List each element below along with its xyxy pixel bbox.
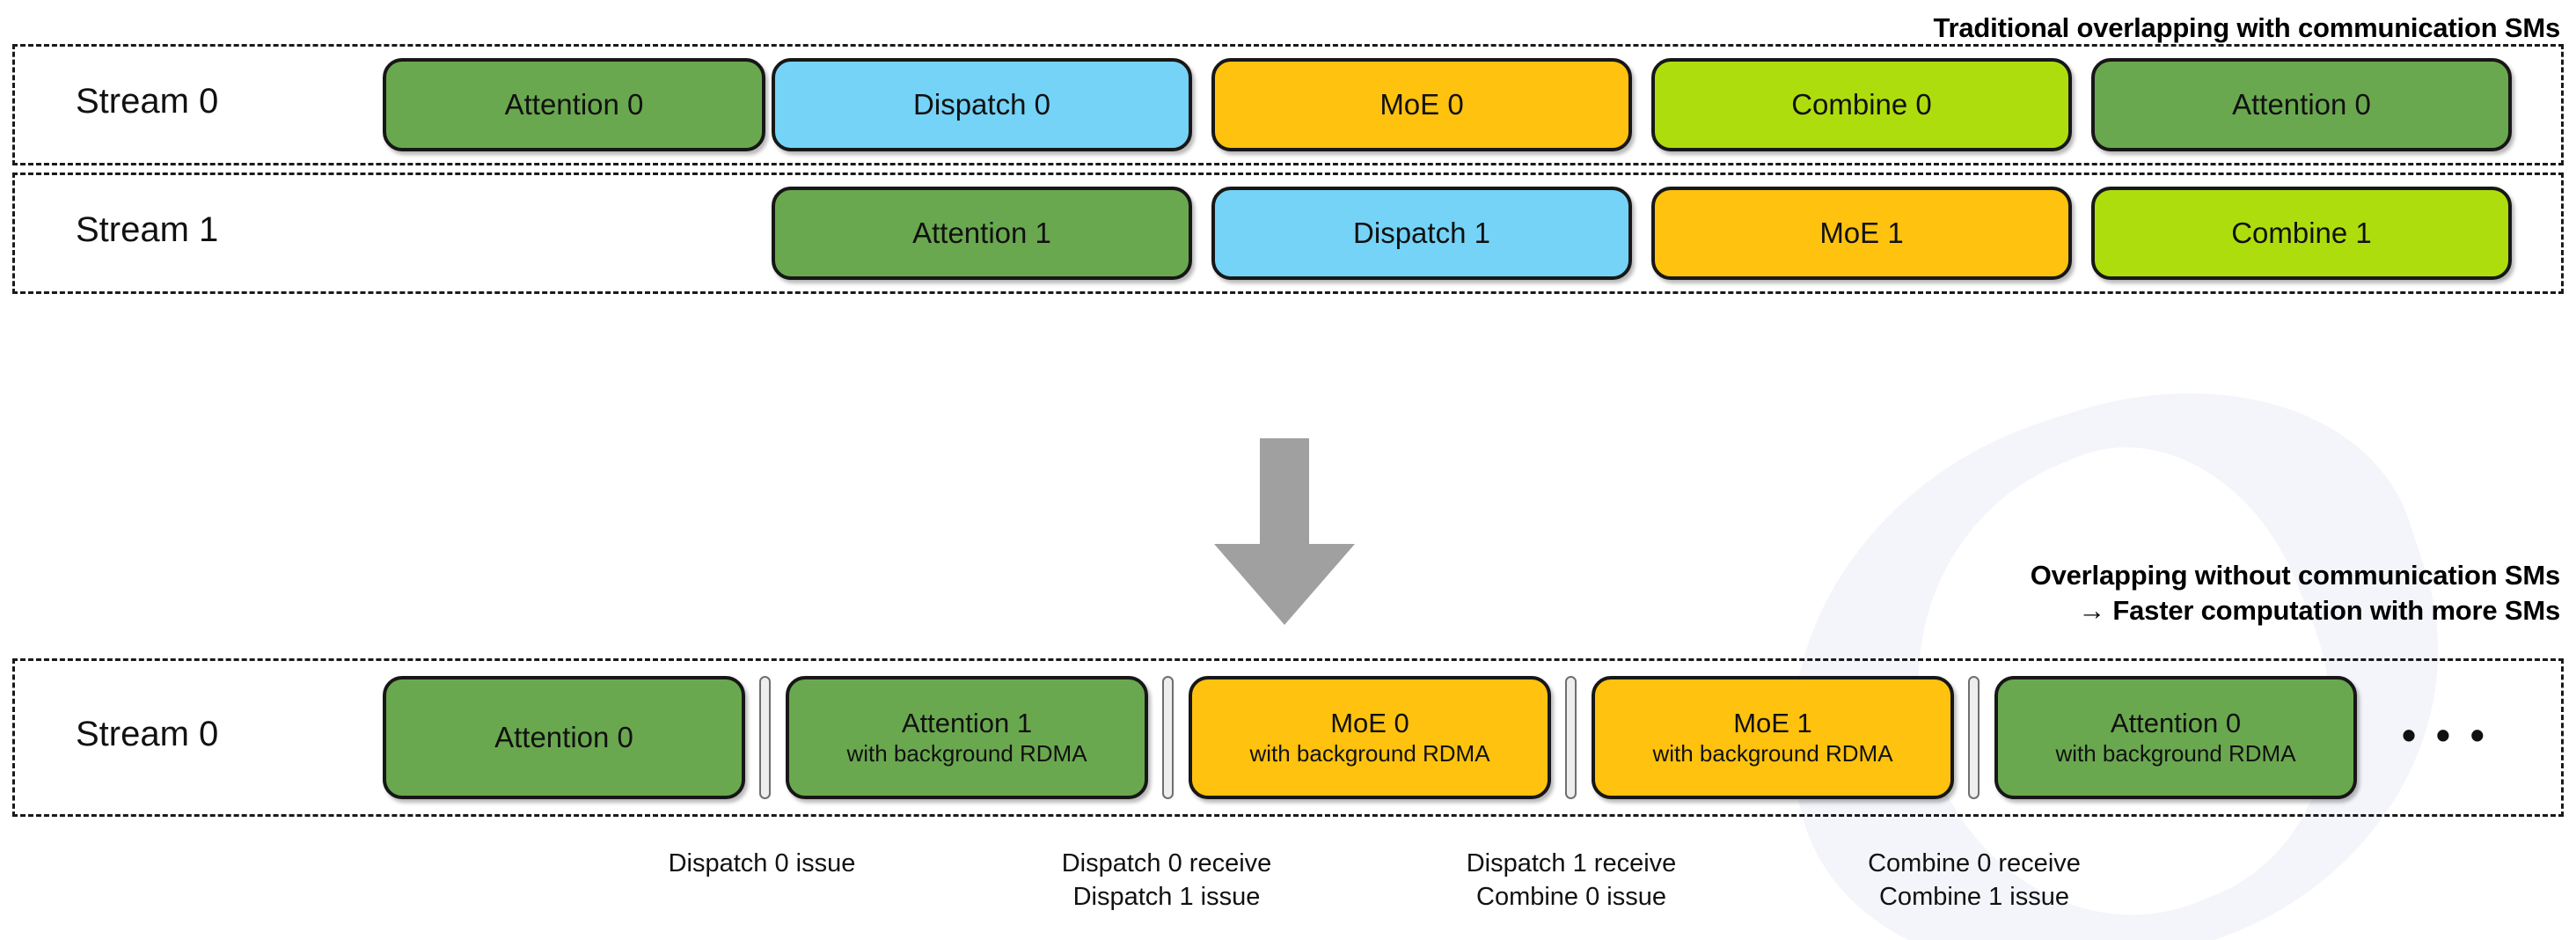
divider-bar-1 xyxy=(759,676,771,799)
stream-container-0 xyxy=(12,44,2564,165)
caption-line2: Dispatch 1 issue xyxy=(1072,883,1261,912)
task-box-attention-0-row0[interactable]: Attention 0 xyxy=(383,58,765,151)
down-arrow-icon xyxy=(1214,438,1355,625)
task-box-attention-1-row2[interactable]: Attention 1 with background RDMA xyxy=(786,676,1148,799)
caption-line1: Combine 0 receive xyxy=(1868,849,2081,878)
task-box-moe-1-row2[interactable]: MoE 1 with background RDMA xyxy=(1592,676,1954,799)
task-label: Combine 1 xyxy=(2231,216,2372,249)
task-label: Dispatch 1 xyxy=(1353,216,1490,249)
task-box-attention-0b-row2[interactable]: Attention 0 with background RDMA xyxy=(1994,676,2357,799)
task-label: Attention 1 xyxy=(912,216,1051,249)
task-box-moe-0-row2[interactable]: MoE 0 with background RDMA xyxy=(1189,676,1551,799)
task-label: Attention 0 xyxy=(2110,707,2242,738)
task-label: MoE 1 xyxy=(1733,707,1812,738)
caption-line1: Dispatch 0 receive xyxy=(1061,849,1272,878)
task-sublabel: with background RDMA xyxy=(1652,739,1893,767)
heading-traditional-overlapping: Traditional overlapping with communicati… xyxy=(1933,12,2561,43)
divider-bar-2 xyxy=(1162,676,1174,799)
caption-dispatch-0-receive: Dispatch 0 receive Dispatch 1 issue xyxy=(1062,847,1272,914)
task-box-combine-0-row0[interactable]: Combine 0 xyxy=(1651,58,2072,151)
caption-dispatch-0-issue: Dispatch 0 issue xyxy=(669,847,856,880)
divider-bar-3 xyxy=(1565,676,1577,799)
task-sublabel: with background RDMA xyxy=(846,739,1087,767)
task-sublabel: with background RDMA xyxy=(1249,739,1490,767)
task-label: Combine 0 xyxy=(1791,87,1932,121)
task-label: Dispatch 0 xyxy=(913,87,1050,121)
stream-label-1: Stream 1 xyxy=(76,210,219,249)
task-box-combine-1-row1[interactable]: Combine 1 xyxy=(2091,187,2512,280)
divider-bar-4 xyxy=(1968,676,1980,799)
task-label: Attention 0 xyxy=(2232,87,2371,121)
task-box-moe-0-row0[interactable]: MoE 0 xyxy=(1211,58,1632,151)
caption-line1: Dispatch 1 receive xyxy=(1466,849,1677,878)
task-box-moe-1-row1[interactable]: MoE 1 xyxy=(1651,187,2072,280)
task-label: Attention 1 xyxy=(901,707,1033,738)
task-box-attention-0b-row0[interactable]: Attention 0 xyxy=(2091,58,2512,151)
stream-label-0: Stream 0 xyxy=(76,82,219,121)
stream-container-1 xyxy=(12,173,2564,294)
caption-line2: Combine 0 issue xyxy=(1476,883,1666,912)
background-watermark-shape xyxy=(1709,323,2514,940)
caption-line1: Dispatch 0 issue xyxy=(668,849,856,878)
task-label: MoE 1 xyxy=(1819,216,1904,249)
stream-label-bottom-0: Stream 0 xyxy=(76,715,219,753)
task-label: Attention 0 xyxy=(504,87,644,121)
task-label: Attention 0 xyxy=(494,720,633,753)
caption-dispatch-1-receive: Dispatch 1 receive Combine 0 issue xyxy=(1467,847,1677,914)
task-label: MoE 0 xyxy=(1379,87,1464,121)
caption-combine-0-receive: Combine 0 receive Combine 1 issue xyxy=(1868,847,2081,914)
task-box-attention-0-row2[interactable]: Attention 0 xyxy=(383,676,745,799)
heading-bottom-line2: → Faster computation with more SMs xyxy=(2078,594,2560,626)
caption-line2: Combine 1 issue xyxy=(1878,883,2069,912)
task-box-dispatch-0-row0[interactable]: Dispatch 0 xyxy=(772,58,1192,151)
heading-overlapping-without-sms: Overlapping without communication SMs → … xyxy=(2030,558,2561,628)
task-label: MoE 0 xyxy=(1330,707,1409,738)
task-sublabel: with background RDMA xyxy=(2055,739,2296,767)
heading-bottom-line1: Overlapping without communication SMs xyxy=(2030,560,2561,591)
task-box-dispatch-1-row1[interactable]: Dispatch 1 xyxy=(1211,187,1632,280)
ellipsis-indicator: • • • xyxy=(2402,712,2489,758)
stream-container-2 xyxy=(12,658,2564,817)
task-box-attention-1-row1[interactable]: Attention 1 xyxy=(772,187,1192,280)
